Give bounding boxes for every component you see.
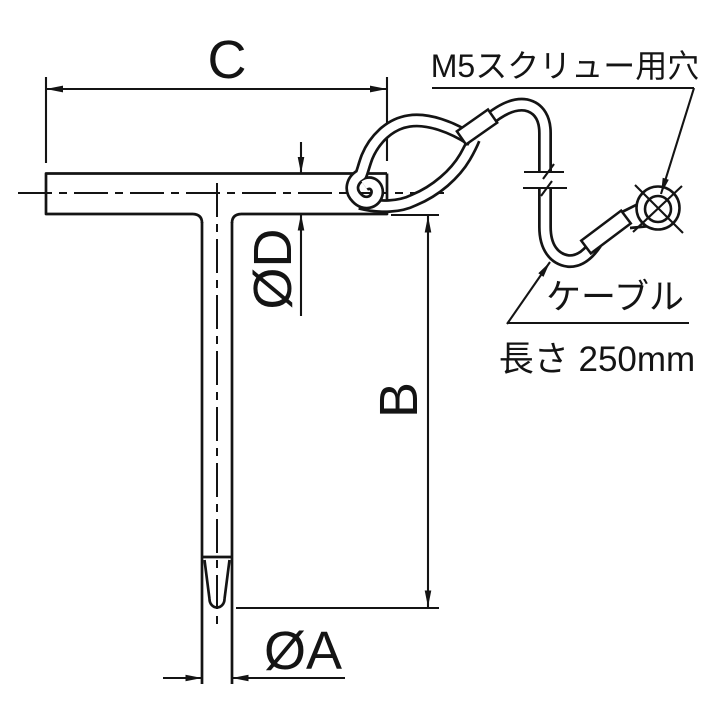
cable-upper-run-core xyxy=(483,100,550,171)
ferrule-lower xyxy=(579,208,633,256)
cable-assembly xyxy=(345,97,684,269)
dim-a-arrow-left xyxy=(232,674,249,682)
pin-fillets xyxy=(192,212,242,224)
cable-lower-run-core xyxy=(540,187,600,266)
dim-c-label: C xyxy=(208,30,247,90)
break-symbol xyxy=(523,163,567,197)
dim-b-arrow-up xyxy=(424,216,432,233)
dim-a-label: ØA xyxy=(264,621,342,681)
pin-tip xyxy=(203,555,231,609)
dimension-lines xyxy=(18,77,694,682)
cable-length-label: 長さ 250mm xyxy=(499,340,695,379)
dim-b-arrow-down xyxy=(424,590,432,607)
break-marks xyxy=(523,163,567,197)
leader-lines xyxy=(506,87,696,325)
dim-d-arrow-up xyxy=(297,214,305,231)
screw-hole-leader xyxy=(659,87,696,195)
screw-hole-leader-arrow xyxy=(661,177,669,194)
text-labels: C B ØD ØA M5スクリュー用穴 ケーブル 長さ 250mm xyxy=(208,30,700,681)
cable-loop-bottom-core xyxy=(358,137,478,211)
cable-leader-arrow xyxy=(538,262,550,277)
ferrule-upper xyxy=(455,107,499,147)
part-outline xyxy=(44,172,389,684)
cable-loop-top-core xyxy=(348,116,475,207)
dim-c-arrow-right xyxy=(370,85,387,93)
screw-hole-label: M5スクリュー用穴 xyxy=(431,48,699,84)
eyelet-crosshair xyxy=(632,184,684,234)
dim-d-arrow-down xyxy=(297,157,305,174)
dim-a-arrow-right xyxy=(185,674,202,682)
dim-b-label: B xyxy=(369,382,429,418)
dim-c-arrow-left xyxy=(46,85,63,93)
dim-d-label: ØD xyxy=(243,229,303,310)
t-bar-outline xyxy=(44,172,389,216)
cable-label: ケーブル xyxy=(546,278,684,317)
